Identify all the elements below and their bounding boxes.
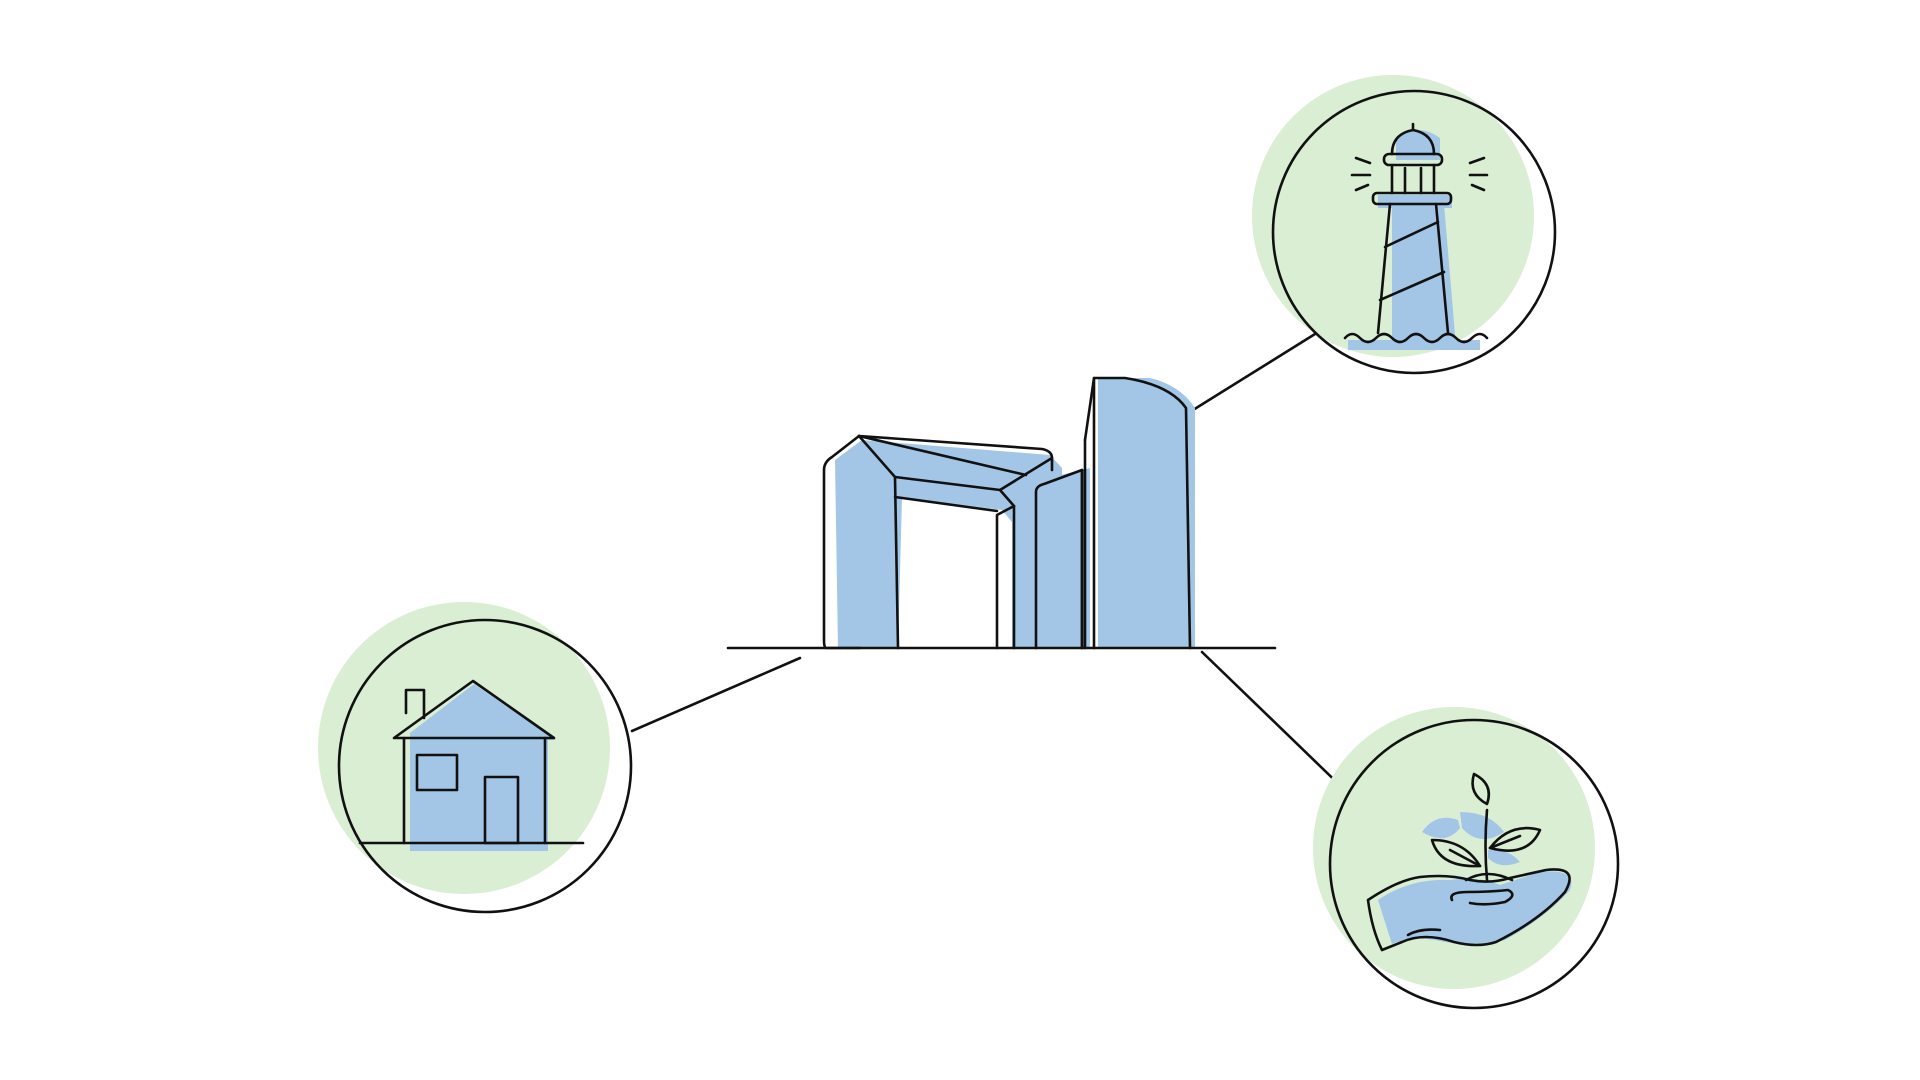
connector-line-plant: [1200, 650, 1354, 799]
city-blue-fills: [835, 378, 1195, 648]
house-badge-ring: [337, 618, 633, 914]
arch-outline: [822, 434, 1054, 650]
connector-line-lighthouse: [1191, 332, 1317, 412]
plant-badge: [1313, 707, 1620, 1010]
connector-line-house: [630, 656, 802, 733]
lighthouse-badge: [1252, 75, 1557, 375]
plant-badge-ring: [1328, 718, 1620, 1010]
house-icon: [358, 679, 585, 851]
house-badge: [318, 602, 633, 914]
connector-lines: [630, 332, 1354, 799]
lighthouse-badge-ring: [1271, 89, 1557, 375]
hand-holding-plant-icon: [1366, 772, 1572, 952]
city-skyline-icon: [726, 376, 1277, 650]
towers-outline: [1034, 376, 1192, 650]
lighthouse-icon: [1343, 122, 1489, 350]
